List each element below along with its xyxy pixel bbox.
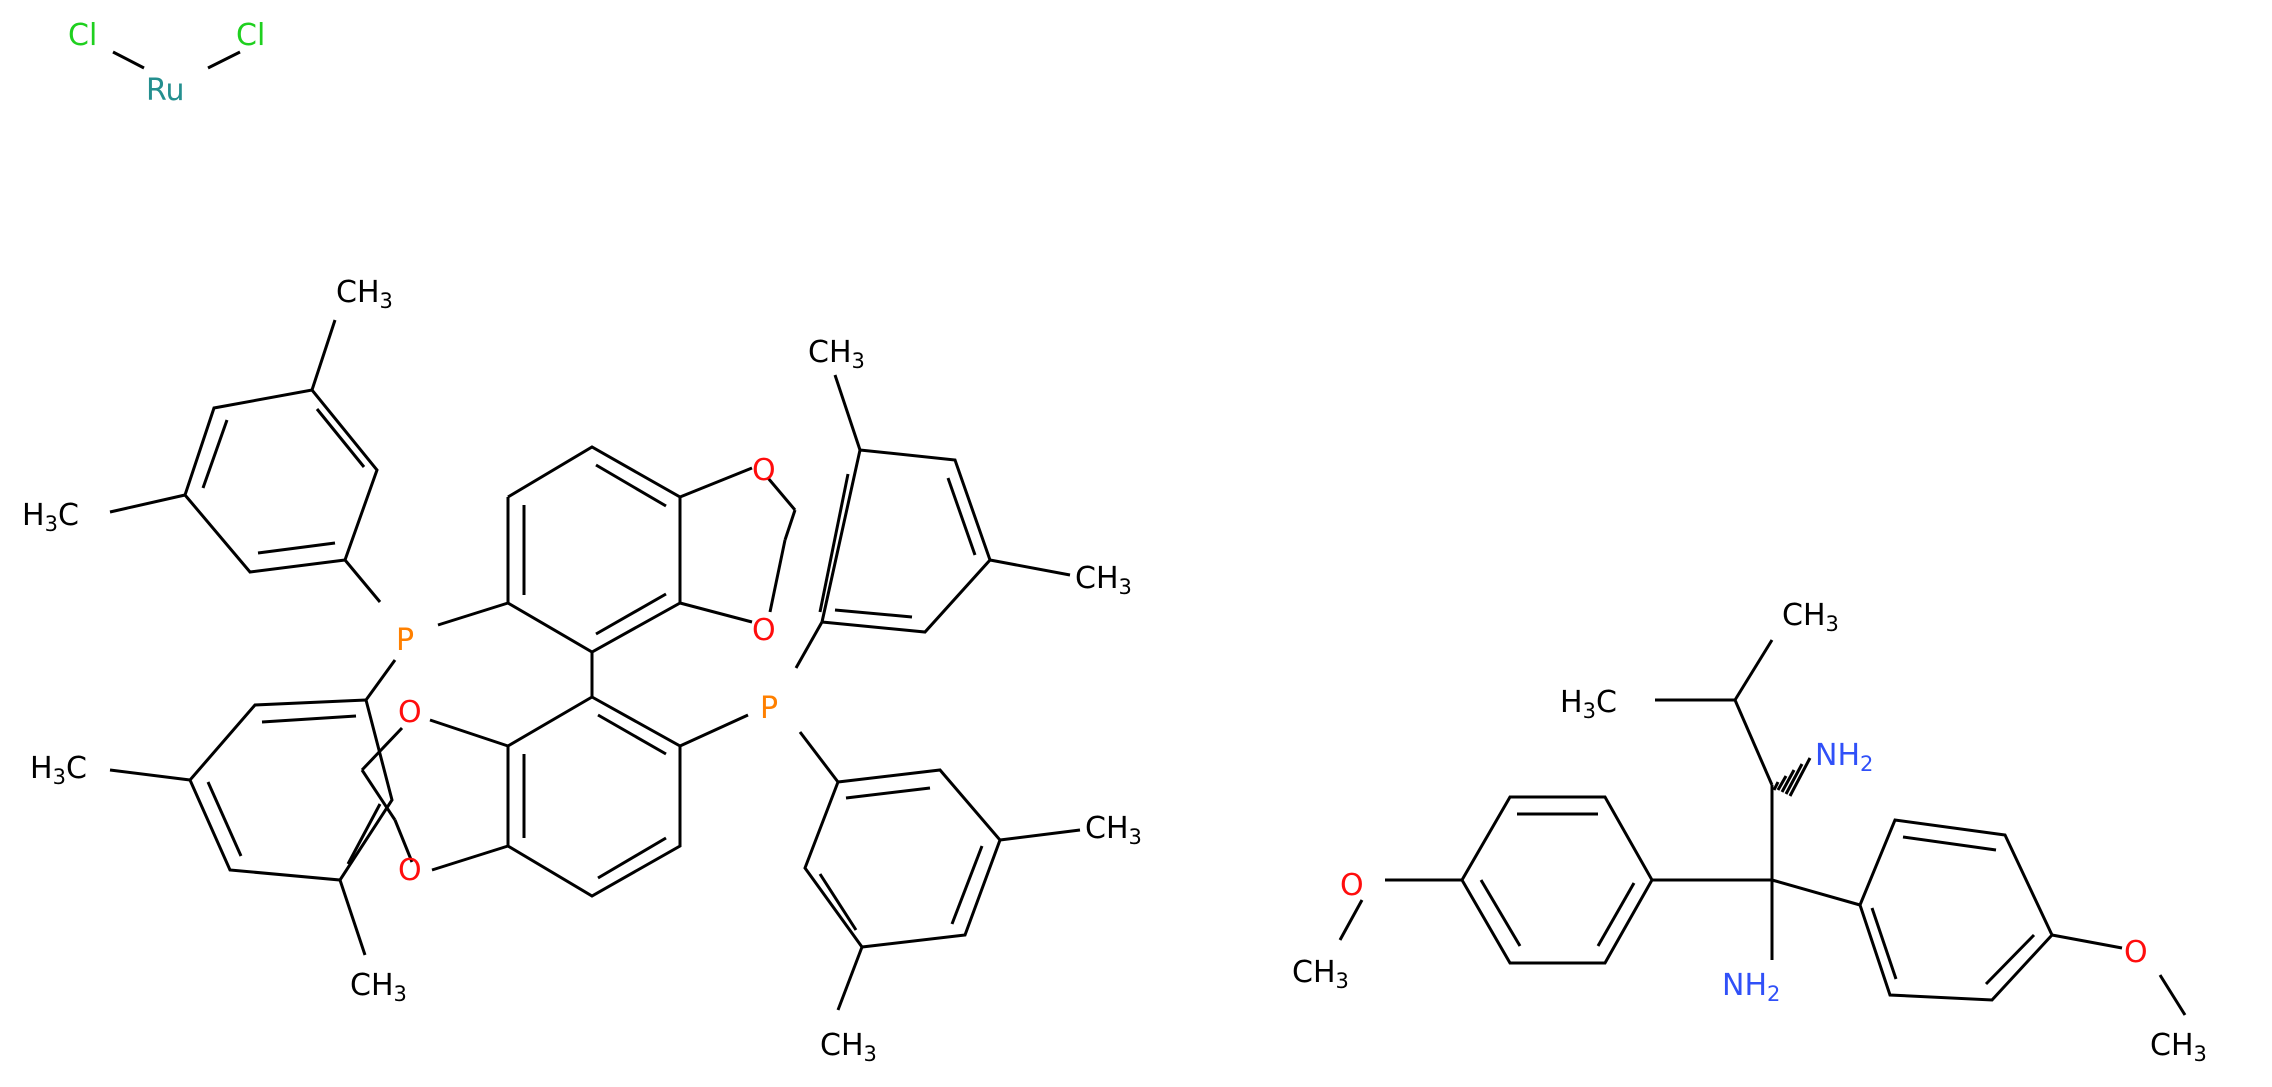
ch3-methoxy-right-text: CH3 [2150, 1028, 2207, 1066]
p-top-label: P [396, 623, 414, 658]
diamine-labels: CH3 H3C NH2 NH2 O CH3 O CH3 [1292, 598, 2207, 1066]
ch3-right-bottom-a-label: CH3 [1085, 811, 1142, 849]
h3c-isopropyl-b-label: H3C [1560, 685, 1617, 723]
o-upper-2-label: O [752, 613, 776, 648]
cl-left-label: Cl [68, 18, 97, 53]
o-lower-1-label: O [398, 695, 422, 730]
ch3-right-bottom-b-text: CH3 [820, 1028, 877, 1066]
h3c-left-top-label: H3C [22, 498, 79, 536]
ch3-top-label: CH3 [336, 275, 393, 313]
rucl2-fragment: Cl Cl Ru [68, 18, 265, 108]
ch3-methoxy-left-text: CH3 [1292, 955, 1349, 993]
o-methoxy-left-label: O [1340, 868, 1364, 903]
h3c-isopropyl-b-text: H3C [1560, 685, 1617, 723]
h3c-left-top-text: H3C [22, 498, 79, 536]
p-bottom-label: P [760, 691, 778, 726]
nh2-upper-text: NH2 [1815, 738, 1873, 776]
o-methoxy-right-label: O [2124, 935, 2148, 970]
ch3-right-bottom-b-label: CH3 [820, 1028, 877, 1066]
ch3-right-top-a-label: CH3 [808, 335, 865, 373]
ch3-isopropyl-a-label: CH3 [1782, 598, 1839, 636]
ch3-left-bottom-label: CH3 [350, 968, 407, 1006]
ch3-methoxy-right-label: CH3 [2150, 1028, 2207, 1066]
ch3-methoxy-left-label: CH3 [1292, 955, 1349, 993]
ch3-top-text: CH3 [336, 275, 393, 313]
ch3-right-top-a-text: CH3 [808, 335, 865, 373]
o-upper-1-label: O [752, 453, 776, 488]
diphosphine-ligand [109, 319, 1081, 1011]
ru-label: Ru [146, 73, 185, 108]
nh2-upper-label: NH2 [1815, 738, 1873, 776]
o-lower-2-label: O [398, 853, 422, 888]
ch3-left-bottom-text: CH3 [350, 968, 407, 1006]
hashed-wedge-bond [1772, 757, 1812, 797]
nh2-lower-label: NH2 [1722, 968, 1780, 1006]
h3c-left-bottom-text: H3C [30, 751, 87, 789]
diamine-ligand [1338, 639, 2187, 1016]
cl-right-label: Cl [236, 18, 265, 53]
ligand-labels: P P O O O O CH3 H3C CH3 CH3 H3C CH3 CH3 … [22, 275, 1142, 1066]
ch3-right-bottom-a-text: CH3 [1085, 811, 1142, 849]
ch3-right-top-b-text: CH3 [1075, 561, 1132, 599]
ch3-isopropyl-a-text: CH3 [1782, 598, 1839, 636]
nh2-lower-text: NH2 [1722, 968, 1780, 1006]
h3c-left-bottom-label: H3C [30, 751, 87, 789]
ch3-right-top-b-label: CH3 [1075, 561, 1132, 599]
